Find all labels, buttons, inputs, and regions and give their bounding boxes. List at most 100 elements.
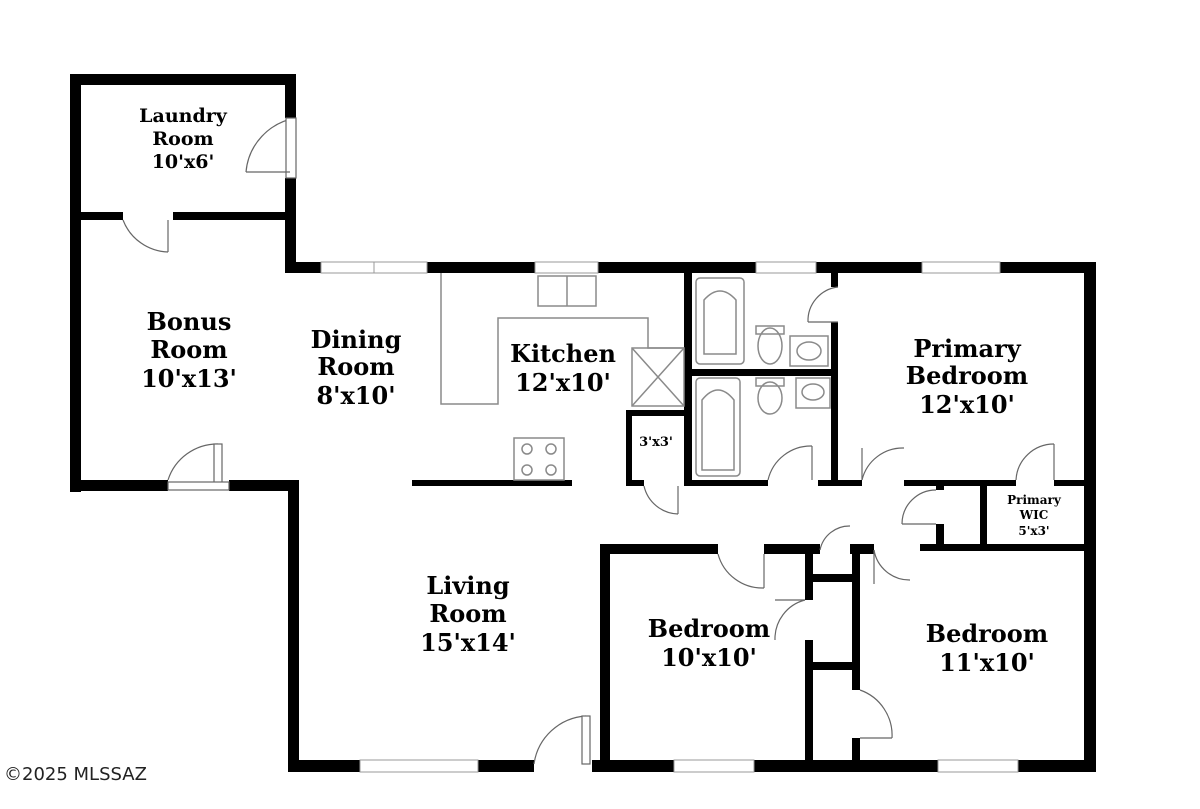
wall (592, 760, 674, 772)
svg-text:Room: Room (152, 128, 213, 150)
window (921, 261, 1001, 274)
wall (173, 212, 285, 220)
bathtub (695, 377, 741, 477)
wall (813, 574, 852, 582)
dining-room-label: Dining Room 8'x10' (311, 325, 402, 410)
doors (122, 117, 1055, 765)
svg-text:8'x10': 8'x10' (316, 381, 395, 410)
wall (936, 524, 944, 550)
wall (1000, 262, 1096, 273)
svg-text:Room: Room (150, 335, 227, 364)
wall (626, 410, 688, 416)
svg-text:Room: Room (429, 599, 506, 628)
svg-text:3'x3': 3'x3' (639, 435, 673, 450)
svg-text:Dining: Dining (311, 325, 402, 354)
wall (626, 480, 644, 486)
wall (684, 273, 692, 485)
svg-text:Laundry: Laundry (139, 105, 228, 127)
window (673, 759, 755, 773)
svg-text:Bedroom: Bedroom (926, 619, 1048, 648)
svg-text:Room: Room (317, 352, 394, 381)
wall (1054, 480, 1096, 486)
svg-text:15'x14': 15'x14' (420, 628, 516, 657)
wall (626, 410, 632, 486)
svg-text:10'x6': 10'x6' (152, 151, 215, 173)
wall (980, 480, 987, 550)
windows (320, 261, 1019, 773)
svg-text:11'x10': 11'x10' (939, 648, 1035, 677)
svg-text:10'x10': 10'x10' (661, 643, 757, 672)
bathroom-sink (795, 377, 831, 409)
wall (850, 544, 874, 554)
wall (229, 480, 299, 491)
wall (288, 760, 360, 772)
wall (81, 212, 123, 220)
wall (1018, 760, 1096, 772)
wall (412, 480, 572, 486)
bathtub (695, 277, 745, 365)
wall (805, 544, 813, 600)
wall (831, 322, 838, 485)
bedroom-2-label: Bedroom 11'x10' (926, 619, 1048, 677)
pantry-label: 3'x3' (639, 435, 673, 450)
wall (805, 640, 813, 772)
wall (904, 480, 1016, 486)
toilet (757, 327, 783, 365)
wall (70, 74, 296, 85)
svg-text:12'x10': 12'x10' (919, 390, 1015, 419)
wall (754, 760, 938, 772)
svg-text:Bedroom: Bedroom (906, 361, 1028, 390)
walls (70, 74, 1096, 772)
svg-text:Kitchen: Kitchen (510, 339, 616, 368)
wall (285, 178, 296, 272)
wall (70, 480, 168, 491)
laundry-room-label: Laundry Room 10'x6' (139, 105, 228, 173)
wall (831, 273, 838, 287)
window (755, 261, 817, 274)
wall (920, 544, 1096, 551)
svg-text:Primary: Primary (1007, 493, 1062, 507)
bonus-room-label: Bonus Room 10'x13' (141, 307, 237, 393)
copyright-watermark: ©2025 MLSSAZ (4, 764, 147, 785)
primary-wic-label: Primary WIC 5'x3' (1007, 493, 1062, 538)
door (213, 443, 223, 487)
primary-bedroom-label: Primary Bedroom 12'x10' (906, 334, 1028, 419)
wall (692, 369, 838, 376)
wall (1084, 262, 1096, 772)
svg-text:12'x10': 12'x10' (515, 368, 611, 397)
wall (288, 480, 299, 772)
wall (936, 480, 944, 490)
bathroom-sink (789, 335, 829, 367)
door (581, 715, 591, 765)
wall (70, 74, 81, 492)
wall (285, 262, 321, 273)
wall (852, 738, 860, 772)
window (937, 759, 1019, 773)
room-labels: Laundry Room 10'x6' Bonus Room 10'x13' D… (139, 105, 1062, 677)
toilet (757, 381, 783, 415)
refrigerator (631, 347, 685, 407)
window (534, 261, 599, 274)
svg-text:Bedroom: Bedroom (648, 614, 770, 643)
wall (764, 544, 820, 554)
bedroom-1-label: Bedroom 10'x10' (648, 614, 770, 672)
stove (513, 437, 565, 481)
wall (600, 544, 718, 554)
fixtures (440, 273, 831, 481)
wall (852, 544, 860, 690)
wall (600, 544, 610, 772)
kitchen-label: Kitchen 12'x10' (510, 339, 616, 397)
wall (818, 480, 862, 486)
window (359, 759, 479, 773)
wall (813, 662, 852, 670)
wall (478, 760, 534, 772)
svg-text:Bonus: Bonus (147, 307, 232, 336)
living-room-label: Living Room 15'x14' (420, 571, 516, 657)
svg-text:5'x3': 5'x3' (1018, 524, 1049, 538)
wall (816, 262, 922, 273)
wall (598, 262, 756, 273)
svg-text:WIC: WIC (1019, 508, 1049, 522)
svg-text:Primary: Primary (913, 334, 1021, 363)
wall (285, 74, 296, 118)
